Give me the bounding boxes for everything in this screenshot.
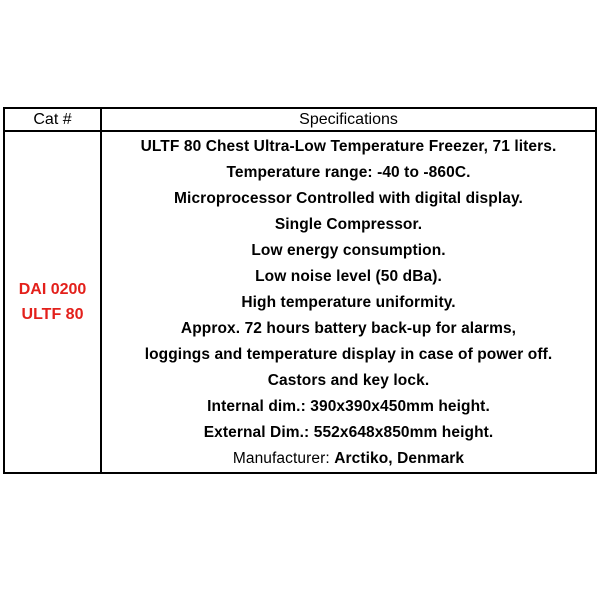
spec-line: High temperature uniformity. [241,293,456,311]
header-cat: Cat # [5,109,102,132]
spec-line: Low energy consumption. [251,241,446,259]
cat-number-cell: DAI 0200 ULTF 80 [5,132,102,472]
spec-line: Temperature range: -40 to -860C. [226,163,471,181]
manufacturer-line: Manufacturer: Arctiko, Denmark [233,446,464,472]
header-specifications: Specifications [102,109,595,132]
spec-line: ULTF 80 Chest Ultra-Low Temperature Free… [140,137,557,155]
spec-table: Cat # Specifications DAI 0200 ULTF 80 UL… [3,107,597,474]
manufacturer-value: Arctiko, Denmark [334,449,465,467]
spec-line: Low noise level (50 dBa). [255,267,442,285]
spec-line: loggings and temperature display in case… [144,345,553,363]
spec-line: Castors and key lock. [267,371,430,389]
cat-number-line2: ULTF 80 [21,306,84,323]
spec-line: Internal dim.: 390x390x450mm height. [207,397,490,415]
manufacturer-label: Manufacturer: [232,449,335,467]
spec-line: Single Compressor. [274,215,423,233]
spec-line: Approx. 72 hours battery back-up for ala… [180,319,517,337]
cat-number-line1: DAI 0200 [18,281,87,298]
specifications-cell: ULTF 80 Chest Ultra-Low Temperature Free… [102,132,595,472]
spec-line: External Dim.: 552x648x850mm height. [203,423,494,441]
spec-line: Microprocessor Controlled with digital d… [174,189,523,207]
